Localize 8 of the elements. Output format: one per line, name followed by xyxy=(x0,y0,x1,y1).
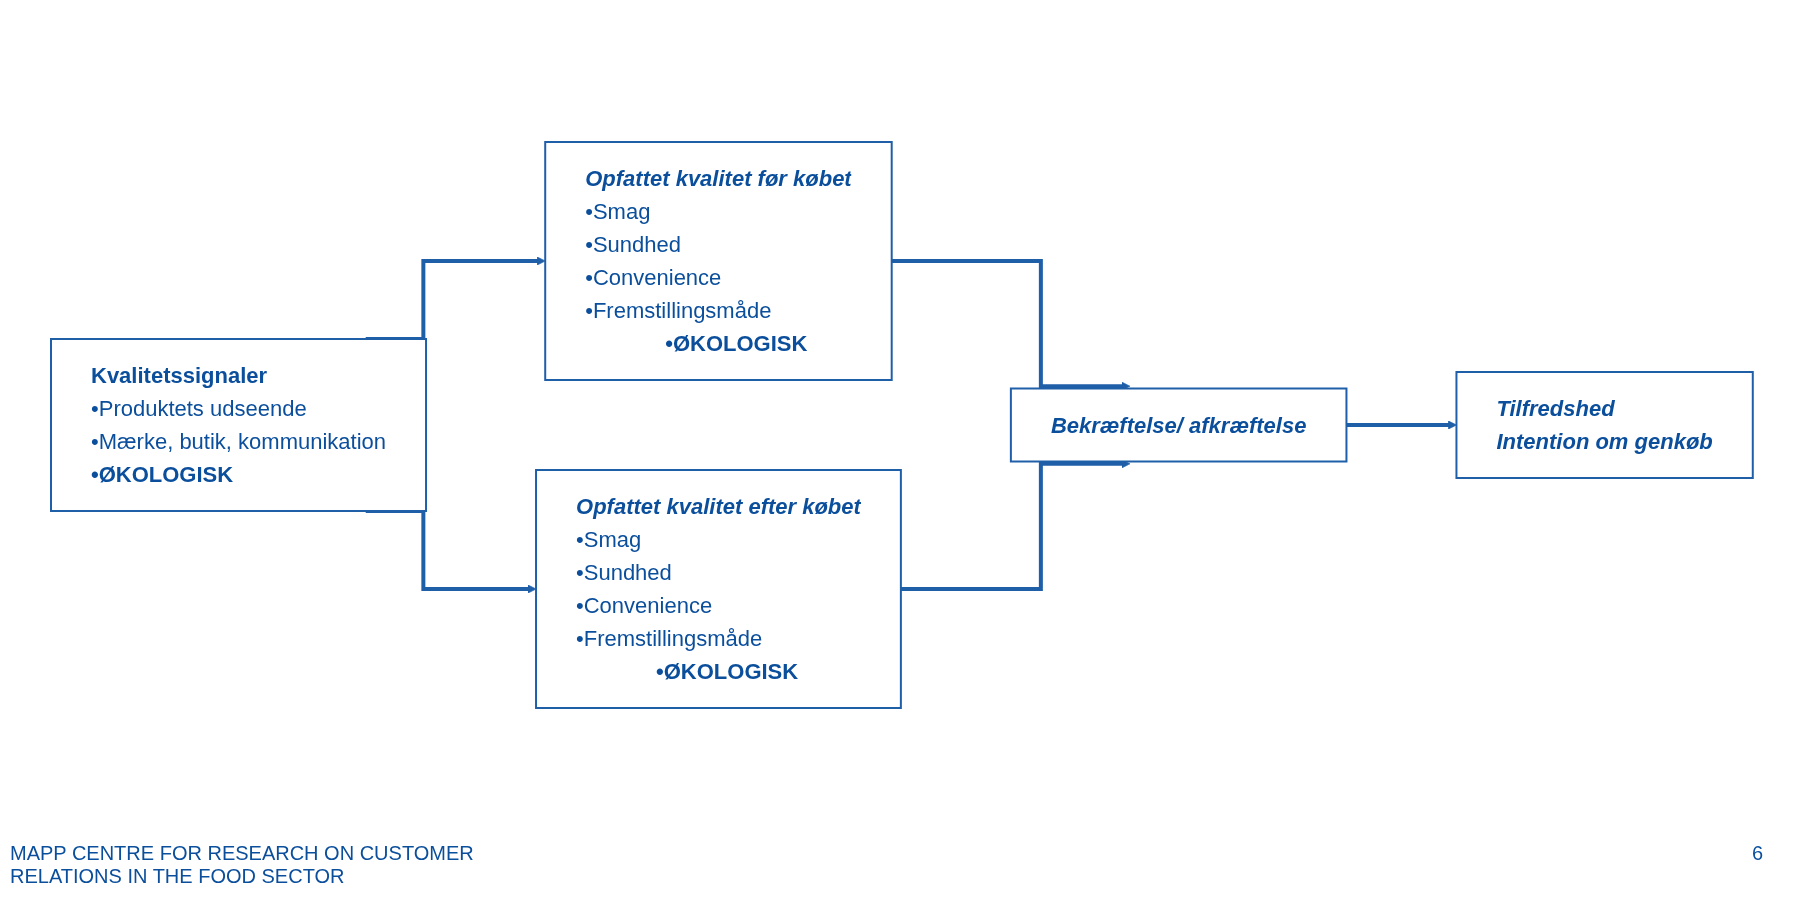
node-box: Tilfredshed Intention om genkøb xyxy=(1455,371,1754,479)
node-box: Kvalitetssignaler •Produktets udseende •Mærke, butik, kommunikation •ØKOLOGISK xyxy=(49,338,427,512)
node-box: Opfattet kvalitet før købet •Smag •Sundhed •Convenience •Fremstillingsmåde •ØKOLOGISK xyxy=(543,141,893,381)
node-box: Bekræftelse/ afkræftelse xyxy=(1009,387,1348,463)
footer-text: MAPP CENTRE FOR RESEARCH ON CUSTOMER RELATIONS IN THE FOOD SECTOR xyxy=(10,842,475,888)
arrow xyxy=(1346,420,1457,430)
page-number: 6 xyxy=(1751,842,1763,865)
node-box: Opfattet kvalitet efter købet •Smag •Sundhed •Convenience •Fremstillingsmåde •ØKOLOGISK xyxy=(534,469,902,709)
